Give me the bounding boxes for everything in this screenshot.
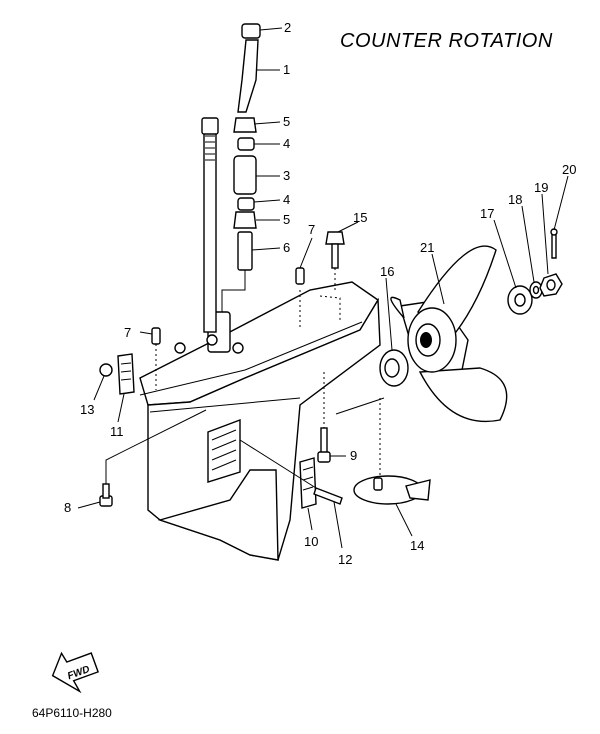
callout-5-upper: 5 [283, 114, 290, 129]
part-6-shift-rod-joint [237, 231, 253, 271]
part-19-nut [539, 273, 563, 297]
water-tube-stack [221, 23, 261, 312]
drive-shaft [201, 117, 219, 333]
callout-18: 18 [508, 192, 522, 207]
part-20-cotter-pin [550, 228, 558, 259]
part-12-bolt [239, 439, 343, 505]
water-inlet-grille [207, 418, 241, 483]
callout-2: 2 [284, 20, 291, 35]
part-8-bolt [99, 409, 207, 507]
fwd-arrow-icon: FWD [51, 651, 99, 694]
part-9-bolt [317, 372, 331, 463]
callout-4-lower: 4 [283, 192, 290, 207]
callout-12: 12 [338, 552, 352, 567]
part-7-dowel-pin-right [295, 267, 305, 285]
callout-16: 16 [380, 264, 394, 279]
callout-15: 15 [353, 210, 367, 225]
callout-17: 17 [480, 206, 494, 221]
part-5-seal-lower [233, 211, 257, 229]
diagram-code: 64P6110-H280 [32, 706, 112, 720]
callout-6: 6 [283, 240, 290, 255]
callout-14: 14 [410, 538, 424, 553]
callout-7-left: 7 [124, 325, 131, 340]
callout-4-upper: 4 [283, 136, 290, 151]
part-18-washer [529, 281, 543, 299]
lower-case-housing [139, 281, 381, 561]
part-4-bushing-upper [237, 137, 255, 151]
leader-lines [77, 27, 569, 549]
part-14-trim-tab [335, 397, 431, 505]
part-2-grommet [241, 23, 261, 39]
callout-20: 20 [562, 162, 576, 177]
part-21-propeller [390, 245, 508, 423]
part-1-water-tube [237, 39, 259, 113]
callout-1: 1 [283, 62, 290, 77]
callout-10: 10 [304, 534, 318, 549]
callout-8: 8 [64, 500, 71, 515]
part-4-bushing-lower [237, 197, 255, 211]
callout-9: 9 [350, 448, 357, 463]
part-11-bracket [117, 353, 135, 395]
part-7-dowel-pin-left [151, 327, 161, 345]
part-13-nut [99, 363, 113, 377]
diagram-title: COUNTER ROTATION [340, 30, 553, 52]
callout-21: 21 [420, 240, 434, 255]
callout-11: 11 [110, 424, 124, 439]
part-17-spacer [507, 285, 533, 315]
callout-7-right: 7 [308, 222, 315, 237]
part-5-seal-upper [233, 117, 257, 133]
callout-13: 13 [80, 402, 94, 417]
callout-labels: 2 1 5 4 3 4 5 6 7 7 13 11 8 9 10 12 14 1… [64, 20, 576, 567]
callout-19: 19 [534, 180, 548, 195]
part-15-bolt [325, 231, 345, 290]
part-3-housing [233, 155, 257, 195]
part-16-spacer [379, 349, 409, 387]
callout-5-lower: 5 [283, 212, 290, 227]
callout-3: 3 [283, 168, 290, 183]
